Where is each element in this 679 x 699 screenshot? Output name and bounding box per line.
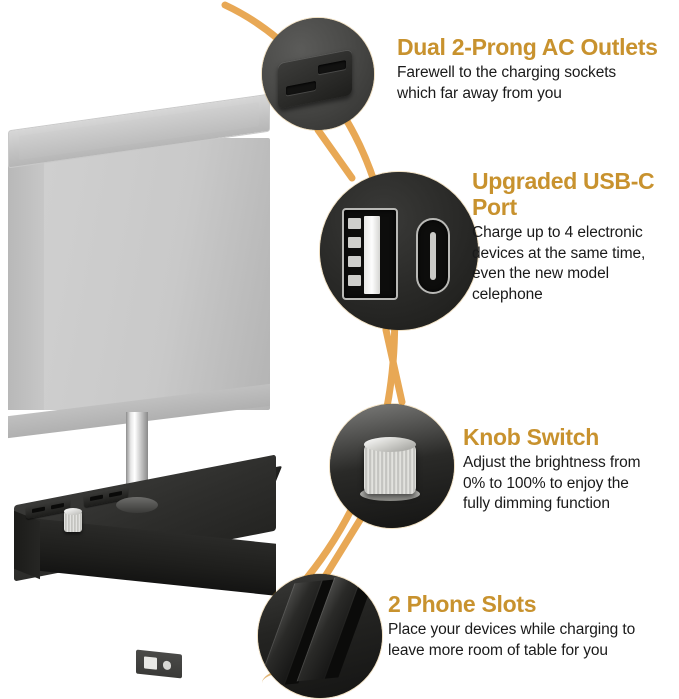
base-left-side (14, 510, 40, 580)
feature-block-knob-switch: Knob Switch Adjust the brightness from 0… (463, 424, 679, 515)
callout-knob-switch (330, 404, 454, 528)
ac-prong-slot-1 (286, 80, 316, 96)
feature-block-phone-slots: 2 Phone Slots Place your devices while c… (388, 591, 679, 661)
usb-c-tongue (430, 232, 436, 280)
usb-a-port-closeup (342, 208, 398, 300)
callout-ac-outlets (262, 18, 374, 130)
lamp-shade (8, 138, 270, 410)
usb-a-port-icon (144, 656, 157, 670)
feature-description-knob-switch: Adjust the brightness from 0% to 100% to… (463, 454, 641, 512)
feature-block-ac-outlets: Dual 2-Prong AC Outlets Farewell to the … (397, 34, 679, 104)
feature-description-ac-outlets: Farewell to the charging sockets which f… (397, 64, 617, 102)
feature-title-ac-outlets: Dual 2-Prong AC Outlets (397, 34, 658, 60)
knob-top-cap (364, 437, 416, 452)
callout-phone-slots (258, 574, 382, 698)
feature-title-usb-c-port: Upgraded USB-C Port (472, 168, 655, 220)
usb-c-port-closeup (416, 218, 450, 294)
pole-collar (116, 497, 158, 513)
usb-port-panel (136, 649, 182, 679)
usb-a-tongue (364, 216, 380, 294)
ac-prong-slot-2 (318, 59, 346, 75)
connector-branch-1 (314, 126, 356, 182)
dimmer-knob (64, 511, 82, 532)
dimmer-knob-top (64, 508, 82, 515)
feature-description-phone-slots: Place your devices while charging to lea… (388, 621, 636, 659)
product-lamp-image (0, 93, 323, 697)
feature-block-usb-c-port: Upgraded USB-C Port Charge up to 4 elect… (472, 168, 679, 305)
feature-description-usb-c-port: Charge up to 4 electronic devices at the… (472, 224, 646, 303)
feature-title-phone-slots: 2 Phone Slots (388, 591, 537, 617)
lamp-shade-side (8, 144, 44, 410)
connector-branch-2 (382, 326, 406, 406)
knob-knurled-body (364, 444, 416, 494)
callout-usb-ports (320, 172, 478, 330)
usb-c-port-icon (163, 660, 171, 671)
feature-title-knob-switch: Knob Switch (463, 424, 599, 450)
